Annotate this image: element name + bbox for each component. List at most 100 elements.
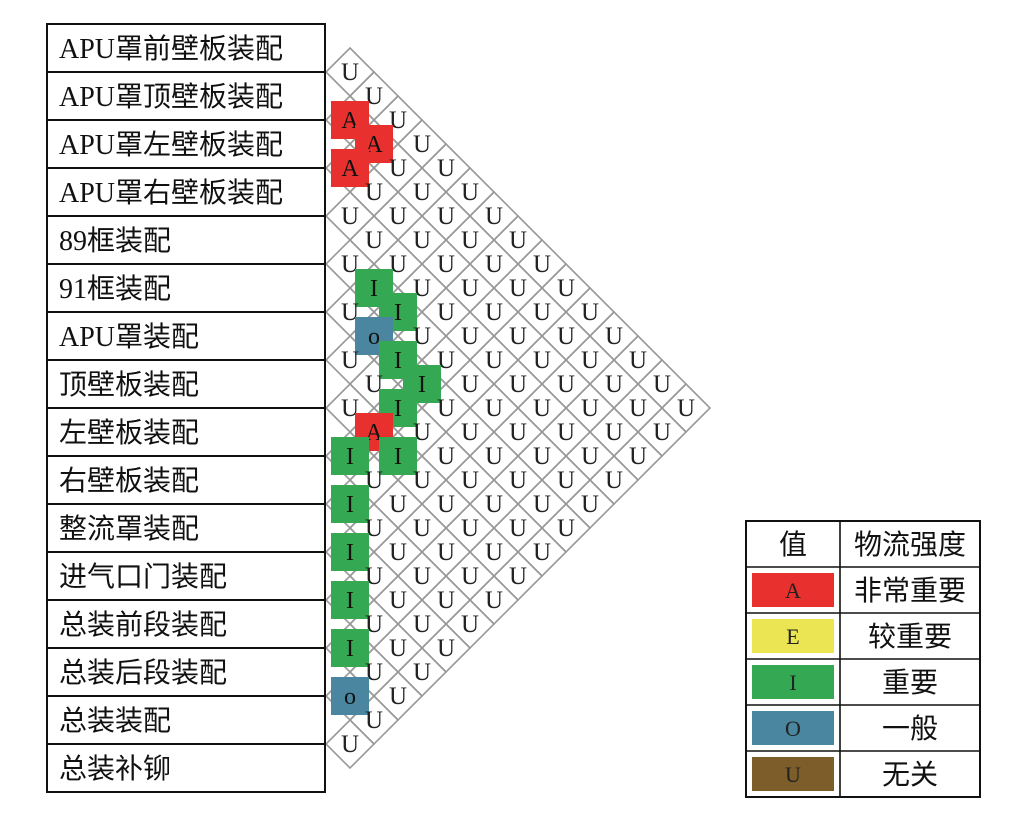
matrix-value: U xyxy=(413,131,431,158)
matrix-value: U xyxy=(509,323,527,350)
matrix-value: U xyxy=(365,707,383,734)
matrix-value: U xyxy=(509,419,527,446)
legend-description: 一般 xyxy=(882,713,938,745)
label-cell xyxy=(46,23,326,73)
matrix-value: U xyxy=(413,467,431,494)
matrix-value: U xyxy=(533,395,551,422)
legend-swatch xyxy=(752,757,834,791)
matrix-value: U xyxy=(653,419,671,446)
matrix-value: U xyxy=(533,539,551,566)
legend-code: A xyxy=(785,578,801,603)
matrix-value: U xyxy=(509,467,527,494)
matrix-value: U xyxy=(509,563,527,590)
matrix-value: U xyxy=(341,299,359,326)
relationship-cells: UUUUUUUUUUUUUUUAAUUUUUUUUUUUUAUUUUUUUUUU… xyxy=(331,59,695,758)
matrix-value: U xyxy=(461,275,479,302)
matrix-value: U xyxy=(557,371,575,398)
matrix-value: U xyxy=(557,419,575,446)
matrix-value: U xyxy=(485,587,503,614)
legend-swatch xyxy=(752,711,834,745)
matrix-value: U xyxy=(365,515,383,542)
department-label: 总装补铆 xyxy=(59,753,171,785)
legend-description: 非常重要 xyxy=(854,575,966,607)
label-cell xyxy=(46,407,326,457)
matrix-value: U xyxy=(461,563,479,590)
matrix-value: U xyxy=(413,275,431,302)
label-cell xyxy=(46,503,326,553)
matrix-value: U xyxy=(485,347,503,374)
matrix-value: U xyxy=(413,659,431,686)
matrix-value: U xyxy=(605,371,623,398)
matrix-value: U xyxy=(509,371,527,398)
department-label: 91框装配 xyxy=(59,273,171,305)
legend-swatch xyxy=(752,573,834,607)
matrix-value: U xyxy=(341,203,359,230)
matrix-value: U xyxy=(677,395,695,422)
matrix-value: U xyxy=(461,611,479,638)
matrix-value: I xyxy=(394,348,402,374)
matrix-value: U xyxy=(365,563,383,590)
matrix-value: U xyxy=(485,395,503,422)
department-label: APU罩装配 xyxy=(59,321,199,353)
matrix-value: I xyxy=(346,588,354,614)
matrix-value: U xyxy=(557,515,575,542)
matrix-value: o xyxy=(368,324,380,350)
matrix-value: I xyxy=(394,396,402,422)
matrix-value: U xyxy=(629,347,647,374)
department-label: APU罩前壁板装配 xyxy=(59,33,283,65)
matrix-value: U xyxy=(413,611,431,638)
label-cell xyxy=(46,167,326,217)
matrix-value: U xyxy=(557,323,575,350)
matrix-value: U xyxy=(533,251,551,278)
matrix-value: U xyxy=(437,251,455,278)
matrix-value: U xyxy=(365,227,383,254)
label-cell xyxy=(46,311,326,361)
matrix-value: I xyxy=(346,636,354,662)
label-cell xyxy=(46,215,326,265)
matrix-value: U xyxy=(389,587,407,614)
matrix-value: U xyxy=(389,539,407,566)
matrix-value: U xyxy=(581,299,599,326)
matrix-value: U xyxy=(485,539,503,566)
matrix-value: I xyxy=(346,492,354,518)
matrix-cell-outline xyxy=(324,718,376,770)
matrix-value: U xyxy=(461,179,479,206)
matrix-value: U xyxy=(365,611,383,638)
matrix-value: U xyxy=(629,395,647,422)
matrix-value-badge xyxy=(331,677,369,715)
matrix-value: U xyxy=(461,419,479,446)
matrix-value: U xyxy=(437,155,455,182)
matrix-value: U xyxy=(605,323,623,350)
matrix-value-badge xyxy=(331,533,369,571)
department-label: 进气口门装配 xyxy=(59,561,227,593)
matrix-value: U xyxy=(509,275,527,302)
matrix-value: U xyxy=(413,563,431,590)
matrix-value: U xyxy=(437,203,455,230)
department-label: APU罩左壁板装配 xyxy=(59,129,283,161)
matrix-value-badge xyxy=(379,437,417,475)
matrix-value: U xyxy=(485,443,503,470)
matrix-value: U xyxy=(437,347,455,374)
matrix-value: U xyxy=(389,683,407,710)
matrix-value: U xyxy=(389,155,407,182)
matrix-value: U xyxy=(533,443,551,470)
label-cell xyxy=(46,695,326,745)
matrix-value: U xyxy=(485,203,503,230)
legend-code: O xyxy=(785,716,801,741)
matrix-value: A xyxy=(341,156,359,182)
matrix-value: U xyxy=(437,587,455,614)
matrix-value: U xyxy=(557,467,575,494)
matrix-value: U xyxy=(389,107,407,134)
matrix-value: U xyxy=(365,179,383,206)
department-label: 右壁板装配 xyxy=(59,465,199,497)
matrix-value: U xyxy=(485,491,503,518)
matrix-value: U xyxy=(485,251,503,278)
matrix-value: U xyxy=(581,443,599,470)
matrix-value-badge xyxy=(331,629,369,667)
legend-code: U xyxy=(785,762,801,787)
matrix-value: U xyxy=(437,395,455,422)
triangle-grid xyxy=(324,46,712,770)
matrix-value: U xyxy=(461,515,479,542)
matrix-value: U xyxy=(437,491,455,518)
